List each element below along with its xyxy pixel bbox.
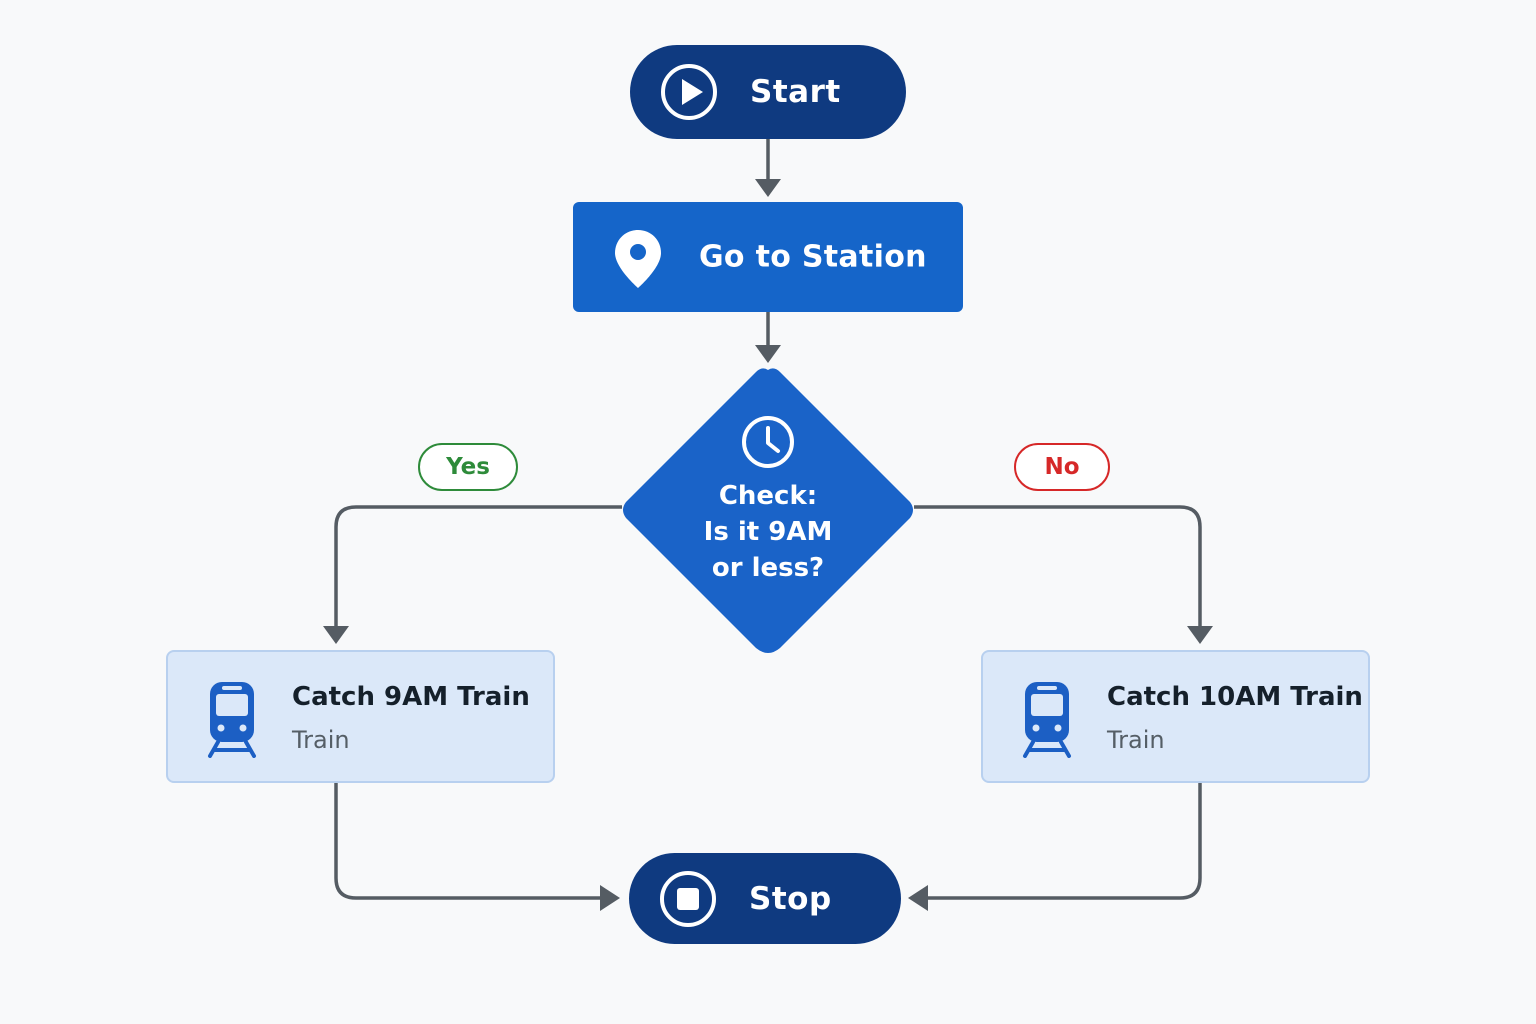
- catch-9am-train-subtitle: Train: [292, 726, 350, 754]
- train-icon: [1023, 682, 1071, 758]
- catch-10am-train-subtitle: Train: [1107, 726, 1165, 754]
- connector-decision-to-train9: [334, 505, 622, 628]
- catch-10am-train-node[interactable]: Catch 10AM Train Train: [981, 650, 1370, 783]
- no-branch-label: No: [1014, 443, 1110, 491]
- go-to-station-node[interactable]: Go to Station: [573, 202, 963, 312]
- arrowhead-decision: [755, 345, 781, 363]
- decision-line-3: or less?: [711, 553, 825, 583]
- connector-train10-to-stop: [926, 783, 1202, 900]
- decision-diamond[interactable]: [620, 366, 916, 654]
- catch-10am-train-title: Catch 10AM Train: [1107, 682, 1363, 712]
- train-icon: [208, 682, 256, 758]
- catch-9am-train-node[interactable]: Catch 9AM Train Train: [166, 650, 555, 783]
- stop-node[interactable]: Stop: [629, 853, 901, 944]
- catch-9am-train-title: Catch 9AM Train: [292, 682, 530, 712]
- decision-line-2: Is it 9AM: [703, 517, 833, 547]
- arrowhead-stop-right: [908, 885, 928, 911]
- connector-decision-to-train10: [914, 505, 1202, 628]
- decision-line-1: Check:: [718, 481, 818, 511]
- arrowhead-train10: [1187, 626, 1213, 644]
- stop-icon: [660, 870, 716, 927]
- start-label: Start: [750, 74, 841, 110]
- play-icon: [661, 64, 717, 120]
- go-to-station-label: Go to Station: [699, 239, 927, 275]
- start-node[interactable]: Start: [630, 45, 906, 139]
- connector-train9-to-stop: [334, 783, 602, 900]
- arrowhead-train9: [323, 626, 349, 644]
- decision-text: Check: Is it 9AM or less?: [620, 478, 916, 586]
- stop-label: Stop: [749, 880, 832, 917]
- arrowhead-stop-left: [600, 885, 620, 911]
- arrowhead-station: [755, 179, 781, 197]
- location-pin-icon: [615, 230, 661, 288]
- clock-icon: [742, 416, 794, 468]
- yes-branch-label: Yes: [418, 443, 518, 491]
